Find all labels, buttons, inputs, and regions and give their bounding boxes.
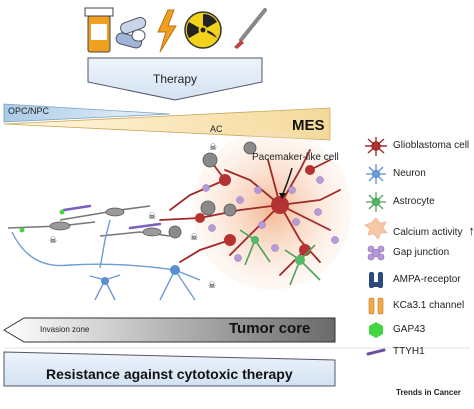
legend-label-kca: KCa3.1 channel — [393, 300, 465, 311]
dying-cells — [168, 141, 257, 239]
purple-tips — [62, 204, 162, 230]
ampa-receptor-icon — [369, 272, 383, 288]
pill-bottle-icon — [84, 7, 114, 53]
glioblastoma-cell-icon — [365, 137, 387, 156]
invasion-zone-label: Invasion zone — [40, 325, 90, 334]
mes-label: MES — [292, 117, 325, 134]
scalpel-icon — [234, 8, 267, 49]
legend-label-gap-junction: Gap junction — [393, 247, 450, 258]
tumor-core-label: Tumor core — [229, 320, 311, 337]
capsule-pills-icon — [115, 16, 147, 49]
therapy-arrow — [87, 57, 263, 101]
neuron-icon — [366, 164, 386, 184]
invading-cell-bodies — [49, 207, 162, 237]
legend-label-glioblastoma: Glioblastoma cell — [393, 140, 470, 151]
calcium-up-arrow: ↑ — [468, 223, 474, 238]
core-astrocyte-bodies — [251, 236, 305, 265]
astrocyte-icon — [366, 192, 386, 212]
legend-label-ttyh1: TTYH1 — [393, 346, 425, 357]
therapy-label: Therapy — [153, 72, 198, 86]
radiation-icon — [184, 11, 222, 49]
gap43-icon — [369, 322, 383, 338]
svg-text:☠: ☠ — [208, 281, 216, 291]
pacemaker-label: Pacemaker-like cell — [252, 152, 339, 163]
neuron-processes — [11, 219, 201, 301]
legend-label-neuron: Neuron — [393, 168, 426, 179]
ac-label: AC — [210, 124, 223, 134]
svg-text:☠: ☠ — [209, 143, 217, 153]
gap-junction-dots — [202, 176, 339, 262]
legend-label-astrocyte: Astrocyte — [393, 196, 435, 207]
legend-label-gap43: GAP43 — [393, 324, 426, 335]
svg-text:☠: ☠ — [148, 212, 156, 222]
kca-channel-icon — [368, 297, 384, 315]
green-tips — [19, 209, 65, 233]
resistance-bar — [3, 351, 336, 387]
gap-junction-icon — [367, 245, 385, 261]
legend-label-calcium: Calcium activity ↑ — [393, 223, 474, 238]
pacemaker-arrowhead — [279, 193, 286, 199]
svg-text:☠: ☠ — [190, 233, 198, 243]
footer-label: Trends in Cancer — [396, 388, 461, 397]
invasion-core-arrow — [3, 317, 336, 343]
calcium-activity-icon — [364, 217, 388, 240]
opc-npc-wedge — [3, 103, 171, 123]
legend-label-ampa: AMPA-receptor — [393, 274, 461, 285]
mes-wedge — [3, 107, 331, 141]
resistance-label: Resistance against cytotoxic therapy — [46, 366, 293, 382]
ttyh1-icon — [366, 348, 386, 356]
svg-text:☠: ☠ — [49, 236, 57, 246]
lightning-icon — [157, 9, 177, 53]
opc-npc-label: OPC/NPC — [8, 106, 50, 116]
neuron-bodies — [101, 265, 180, 285]
calcium-label-text: Calcium activity — [393, 227, 463, 238]
